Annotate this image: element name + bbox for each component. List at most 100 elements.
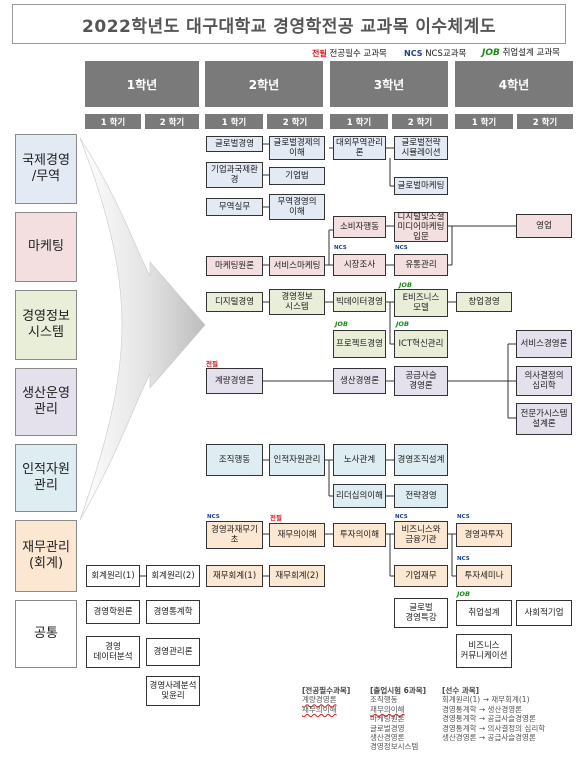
course-decision-psychology[interactable]: 의사결정의 심리학 (516, 366, 572, 396)
note-item: 재무의이해 (302, 704, 337, 714)
course-foreign-trade-management[interactable]: 대외무역관리 론 (333, 136, 386, 160)
course-strategic-management[interactable]: 전략경영 (394, 484, 448, 508)
course-startup-management[interactable]: 창업경영 (456, 292, 512, 312)
course-distribution-management[interactable]: 유통관리 (394, 254, 448, 276)
note-item: 경영통계학 → 의사결정의 심리학 (442, 723, 546, 733)
required-mark: 전필 (312, 49, 327, 58)
note-item: 조직행동 (370, 695, 398, 705)
course-bigdata-management[interactable]: 빅데이터경영 (333, 292, 386, 312)
course-accounting-principles-1[interactable]: 회계원리(1) (86, 565, 140, 587)
track-marketing: 마케팅 (15, 212, 77, 282)
ncs-mark: NCS (404, 49, 423, 58)
course-business-financial-institutions[interactable]: 비즈니스와 금융기관 (394, 521, 448, 549)
course-ebusiness-model[interactable]: E비즈니스 모델 (394, 289, 448, 317)
course-trade-management-understanding[interactable]: 무역경영의 이해 (269, 194, 325, 220)
course-labor-relations[interactable]: 노사관계 (333, 444, 386, 476)
course-corporation-international-environment[interactable]: 기업과국제환 경 (206, 162, 263, 188)
ncs-tag: NCS (395, 245, 408, 251)
note-prerequisites: [선수 과목] 회계원리(1) → 재무회계(1) 경영통계학 → 생산경영론 … (442, 686, 574, 742)
course-financial-accounting-2[interactable]: 재무회계(2) (269, 565, 325, 587)
course-service-marketing[interactable]: 서비스마케팅 (269, 256, 325, 276)
course-business-statistics[interactable]: 경영통계학 (146, 600, 200, 624)
course-sales[interactable]: 영업 (516, 214, 572, 238)
course-organizational-behavior[interactable]: 조직행동 (206, 444, 263, 476)
legend-ncs: NCS NCS교과목 (404, 47, 466, 59)
course-digital-management[interactable]: 디지털경영 (206, 292, 263, 312)
course-financial-accounting-1[interactable]: 재무회계(1) (206, 565, 263, 587)
note-item: 생산경영론 → 공급사슬경영론 (442, 732, 536, 742)
course-management-information-systems[interactable]: 경영정보 시스템 (269, 289, 325, 315)
course-management-data-analysis[interactable]: 경영 데이터분석 (86, 636, 140, 668)
course-trade-practice[interactable]: 무역실무 (206, 198, 263, 216)
semester-header: 1 학기 (205, 114, 263, 129)
required-label: 전공필수 교과목 (329, 49, 387, 59)
course-global-marketing[interactable]: 글로벌마케팅 (394, 177, 448, 195)
semester-header: 1 학기 (85, 114, 141, 129)
course-leadership[interactable]: 리더십의이해 (333, 484, 386, 508)
note-heading: [전공필수과목] (302, 686, 351, 695)
track-finance-accounting: 재무관리 (회계) (15, 520, 77, 592)
track-common: 공통 (15, 600, 77, 668)
semester-header: 2 학기 (517, 114, 573, 129)
course-production-management[interactable]: 생산경영론 (333, 368, 386, 394)
course-management-theory[interactable]: 경영관리론 (146, 638, 200, 666)
course-expert-system-design[interactable]: 전문가시스템 설계론 (516, 403, 572, 435)
course-understanding-investment[interactable]: 투자의이해 (333, 523, 386, 547)
course-project-management[interactable]: 프로젝트경영 (333, 330, 386, 358)
course-finance-basics[interactable]: 경영과재무기 초 (206, 521, 263, 549)
course-corporate-law[interactable]: 기업법 (269, 167, 325, 185)
course-service-management[interactable]: 서비스경영론 (516, 330, 572, 358)
course-market-research[interactable]: 시장조사 (333, 254, 386, 276)
course-global-strategy-simulation[interactable]: 글로벌전략 시뮬레이션 (394, 136, 448, 160)
job-tag: JOB (396, 320, 409, 328)
course-marketing-principles[interactable]: 마케팅원론 (206, 256, 263, 276)
note-item: 글로벌경영 (370, 723, 405, 733)
course-organization-design[interactable]: 경영조직설계 (394, 444, 448, 476)
course-career-design[interactable]: 취업설계 (456, 600, 512, 626)
note-item: 회계원리(1) → 재무회계(1) (442, 695, 530, 705)
course-investment-seminar[interactable]: 투자세미나 (456, 565, 512, 587)
course-management-investment[interactable]: 경영과투자 (456, 523, 512, 547)
course-global-management-special[interactable]: 글로벌 경영특강 (394, 598, 448, 628)
course-quantitative-management[interactable]: 계량경영론 (206, 368, 263, 394)
course-global-management[interactable]: 글로벌경영 (206, 136, 263, 152)
semester-header: 1 학기 (455, 114, 513, 129)
course-consumer-behavior[interactable]: 소비자행동 (333, 216, 386, 238)
ncs-tag: NCS (395, 514, 408, 520)
ncs-tag: NCS (457, 514, 470, 520)
course-corporate-finance[interactable]: 기업재무 (394, 565, 448, 587)
note-item: 경영정보시스템 (370, 742, 419, 752)
note-item: 생산경영론 (370, 732, 405, 742)
course-supply-chain-management[interactable]: 공급사슬 경영론 (394, 366, 448, 396)
course-ict-innovation-management[interactable]: ICT혁신관리 (394, 330, 448, 358)
course-social-enterprise[interactable]: 사회적기업 (516, 600, 572, 626)
ncs-tag: NCS (334, 245, 347, 251)
track-information-systems: 경영정보 시스템 (15, 290, 77, 360)
note-required-courses: [전공필수과목] 계량경영론 재무의이해 (302, 686, 364, 714)
required-tag: 전필 (206, 360, 218, 368)
year-header-1: 1학년 (85, 61, 199, 107)
job-mark: JOB (482, 48, 500, 58)
track-international-trade: 국제경영 /무역 (15, 134, 77, 204)
course-management-intro[interactable]: 경영학원론 (86, 600, 140, 624)
course-management-case-ethics[interactable]: 경영사례분석 및윤리 (146, 676, 200, 706)
note-item: 마케팅원론 (370, 714, 405, 724)
note-item: 경영통계학 → 공급사슬경영론 (442, 714, 536, 724)
year-header-2: 2학년 (205, 61, 323, 107)
legend-job: JOB 취업설계 교과목 (482, 46, 560, 58)
course-accounting-principles-2[interactable]: 회계원리(2) (146, 565, 200, 587)
job-tag: JOB (399, 281, 412, 289)
semester-header: 2 학기 (145, 114, 199, 129)
semester-header: 2 학기 (392, 114, 448, 129)
course-human-resource-management[interactable]: 인적자원관리 (269, 444, 325, 476)
note-item: 계량경영론 (302, 695, 337, 705)
semester-header: 1 학기 (330, 114, 388, 129)
semester-header: 2 학기 (267, 114, 323, 129)
course-global-economy[interactable]: 글로벌경제의 이해 (269, 136, 325, 160)
course-business-communication[interactable]: 비즈니스 커뮤니케이션 (456, 634, 512, 668)
course-digital-social-media-marketing[interactable]: 디지털및소셜 미디어마케팅 입문 (394, 212, 448, 242)
job-tag: JOB (335, 320, 348, 328)
track-human-resources: 인적자원 관리 (15, 444, 77, 512)
course-understanding-finance[interactable]: 재무의이해 (269, 523, 325, 547)
